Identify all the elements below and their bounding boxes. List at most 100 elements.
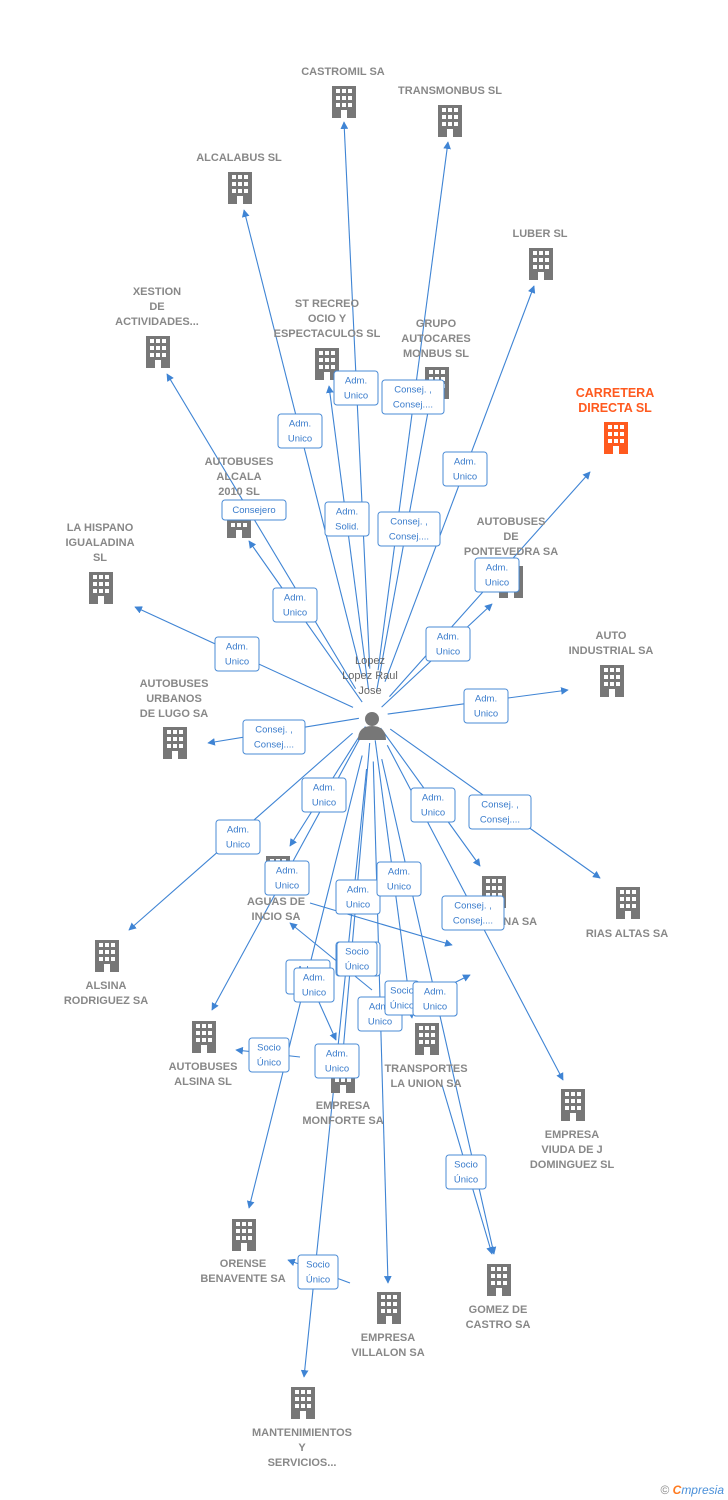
relation-label-monforte[interactable]: Adm.Unico (335, 879, 381, 915)
nodes-layer: CASTROMIL SA TRANSMONBUS SL ALCALABUS SL LU… (64, 66, 668, 1469)
company-label-luber: LUBER SL (513, 228, 568, 240)
relation-label-pontevedra[interactable]: Adm.Unico (425, 626, 471, 662)
relation-label-autoindustrial-text: Adm.Unico (474, 694, 498, 720)
building-icon (163, 727, 187, 759)
relation-label-launion[interactable]: Adm.Unico (376, 861, 422, 897)
relation-label-carretera-text: Adm.Unico (485, 563, 509, 589)
relation-label-autoindustrial[interactable]: Adm.Unico (463, 688, 509, 724)
footer-brand[interactable]: © Cmpresia (660, 1483, 724, 1497)
relation-label-barcelona[interactable]: Adm.Unico (410, 787, 456, 823)
building-icon (192, 1021, 216, 1053)
relation-label-aguasinicio-text: Adm.Unico (312, 783, 336, 809)
relation-label-alcalabus[interactable]: Adm.Unico (277, 413, 323, 449)
relation-label-launion-barcelona-text: Adm.Unico (423, 987, 447, 1013)
edge-launion-aguasinicio (289, 922, 373, 991)
edges-layer (128, 121, 601, 1378)
company-node-luber[interactable]: LUBER SL (513, 228, 568, 280)
relation-label-castromil[interactable]: Adm.Unico (333, 370, 379, 406)
relation-label-aguasinicio[interactable]: Adm.Unico (301, 777, 347, 813)
relation-label-luber[interactable]: Adm.Unico (442, 451, 488, 487)
relation-label-alsinarod[interactable]: Adm.Unico (215, 819, 261, 855)
relation-label-luber-text: Adm.Unico (453, 457, 477, 483)
relation-label-alsinasl[interactable]: Adm.Unico (264, 860, 310, 896)
company-node-alcalabus[interactable]: ALCALABUS SL (196, 152, 282, 204)
company-node-riasaltas[interactable]: RIAS ALTAS SA (586, 887, 668, 940)
brand-initial: C (672, 1483, 682, 1497)
relation-label-aguasinicio-barcelona[interactable]: Consej. ,Consej.... (441, 895, 505, 931)
relation-label-castromil-text: Adm.Unico (344, 376, 368, 402)
relation-label-urbanoslugo[interactable]: Consej. ,Consej.... (242, 719, 306, 755)
relation-label-grupoautocares[interactable]: Consej. ,Consej.... (377, 511, 441, 547)
person-body-icon (358, 726, 386, 740)
relation-label-alsinasl-text: Adm.Unico (275, 866, 299, 892)
building-icon (604, 422, 628, 454)
building-icon (561, 1089, 585, 1121)
relation-label-riasaltas[interactable]: Consej. ,Consej.... (468, 794, 532, 830)
relation-label-aguasinicio-barcelona-text: Consej. ,Consej.... (453, 901, 493, 927)
company-node-castromil[interactable]: CASTROMIL SA (301, 66, 385, 118)
relation-label-carretera[interactable]: Adm.Unico (474, 557, 520, 593)
edge-aguasinicio-barcelona (309, 902, 453, 947)
company-label-transmonbus: TRANSMONBUS SL (398, 85, 502, 97)
relation-label-mantenimientos[interactable]: Adm.Unico (314, 1043, 360, 1079)
relation-label-alsinarod-text: Adm.Unico (226, 825, 250, 851)
relation-label-urbanoslugo-text: Consej. ,Consej.... (254, 725, 294, 751)
company-node-transmonbus[interactable]: TRANSMONBUS SL (398, 85, 502, 137)
relation-label-mantenimientos-text: Adm.Unico (325, 1049, 349, 1075)
relation-label-transmonbus[interactable]: Consej. ,Consej.... (381, 379, 445, 415)
relation-label-lahispano[interactable]: Adm.Unico (214, 636, 260, 672)
edge-xestion (166, 373, 357, 690)
building-icon (415, 1023, 439, 1055)
relation-label-transmonbus-text: Consej. ,Consej.... (393, 385, 433, 411)
building-icon (600, 665, 624, 697)
person-icon (365, 712, 379, 726)
relation-label-xestion[interactable]: Consejero (221, 499, 287, 521)
relation-label-alcala2010[interactable]: Adm.Unico (272, 587, 318, 623)
brand-name: mpresia (681, 1483, 724, 1497)
relation-label-aguasinicio-monforte[interactable]: Adm.Unico (293, 967, 335, 1003)
relation-label-launion-barcelona[interactable]: Adm.Unico (412, 981, 458, 1017)
relation-label-strecreo[interactable]: Adm.Solid. (324, 501, 370, 537)
